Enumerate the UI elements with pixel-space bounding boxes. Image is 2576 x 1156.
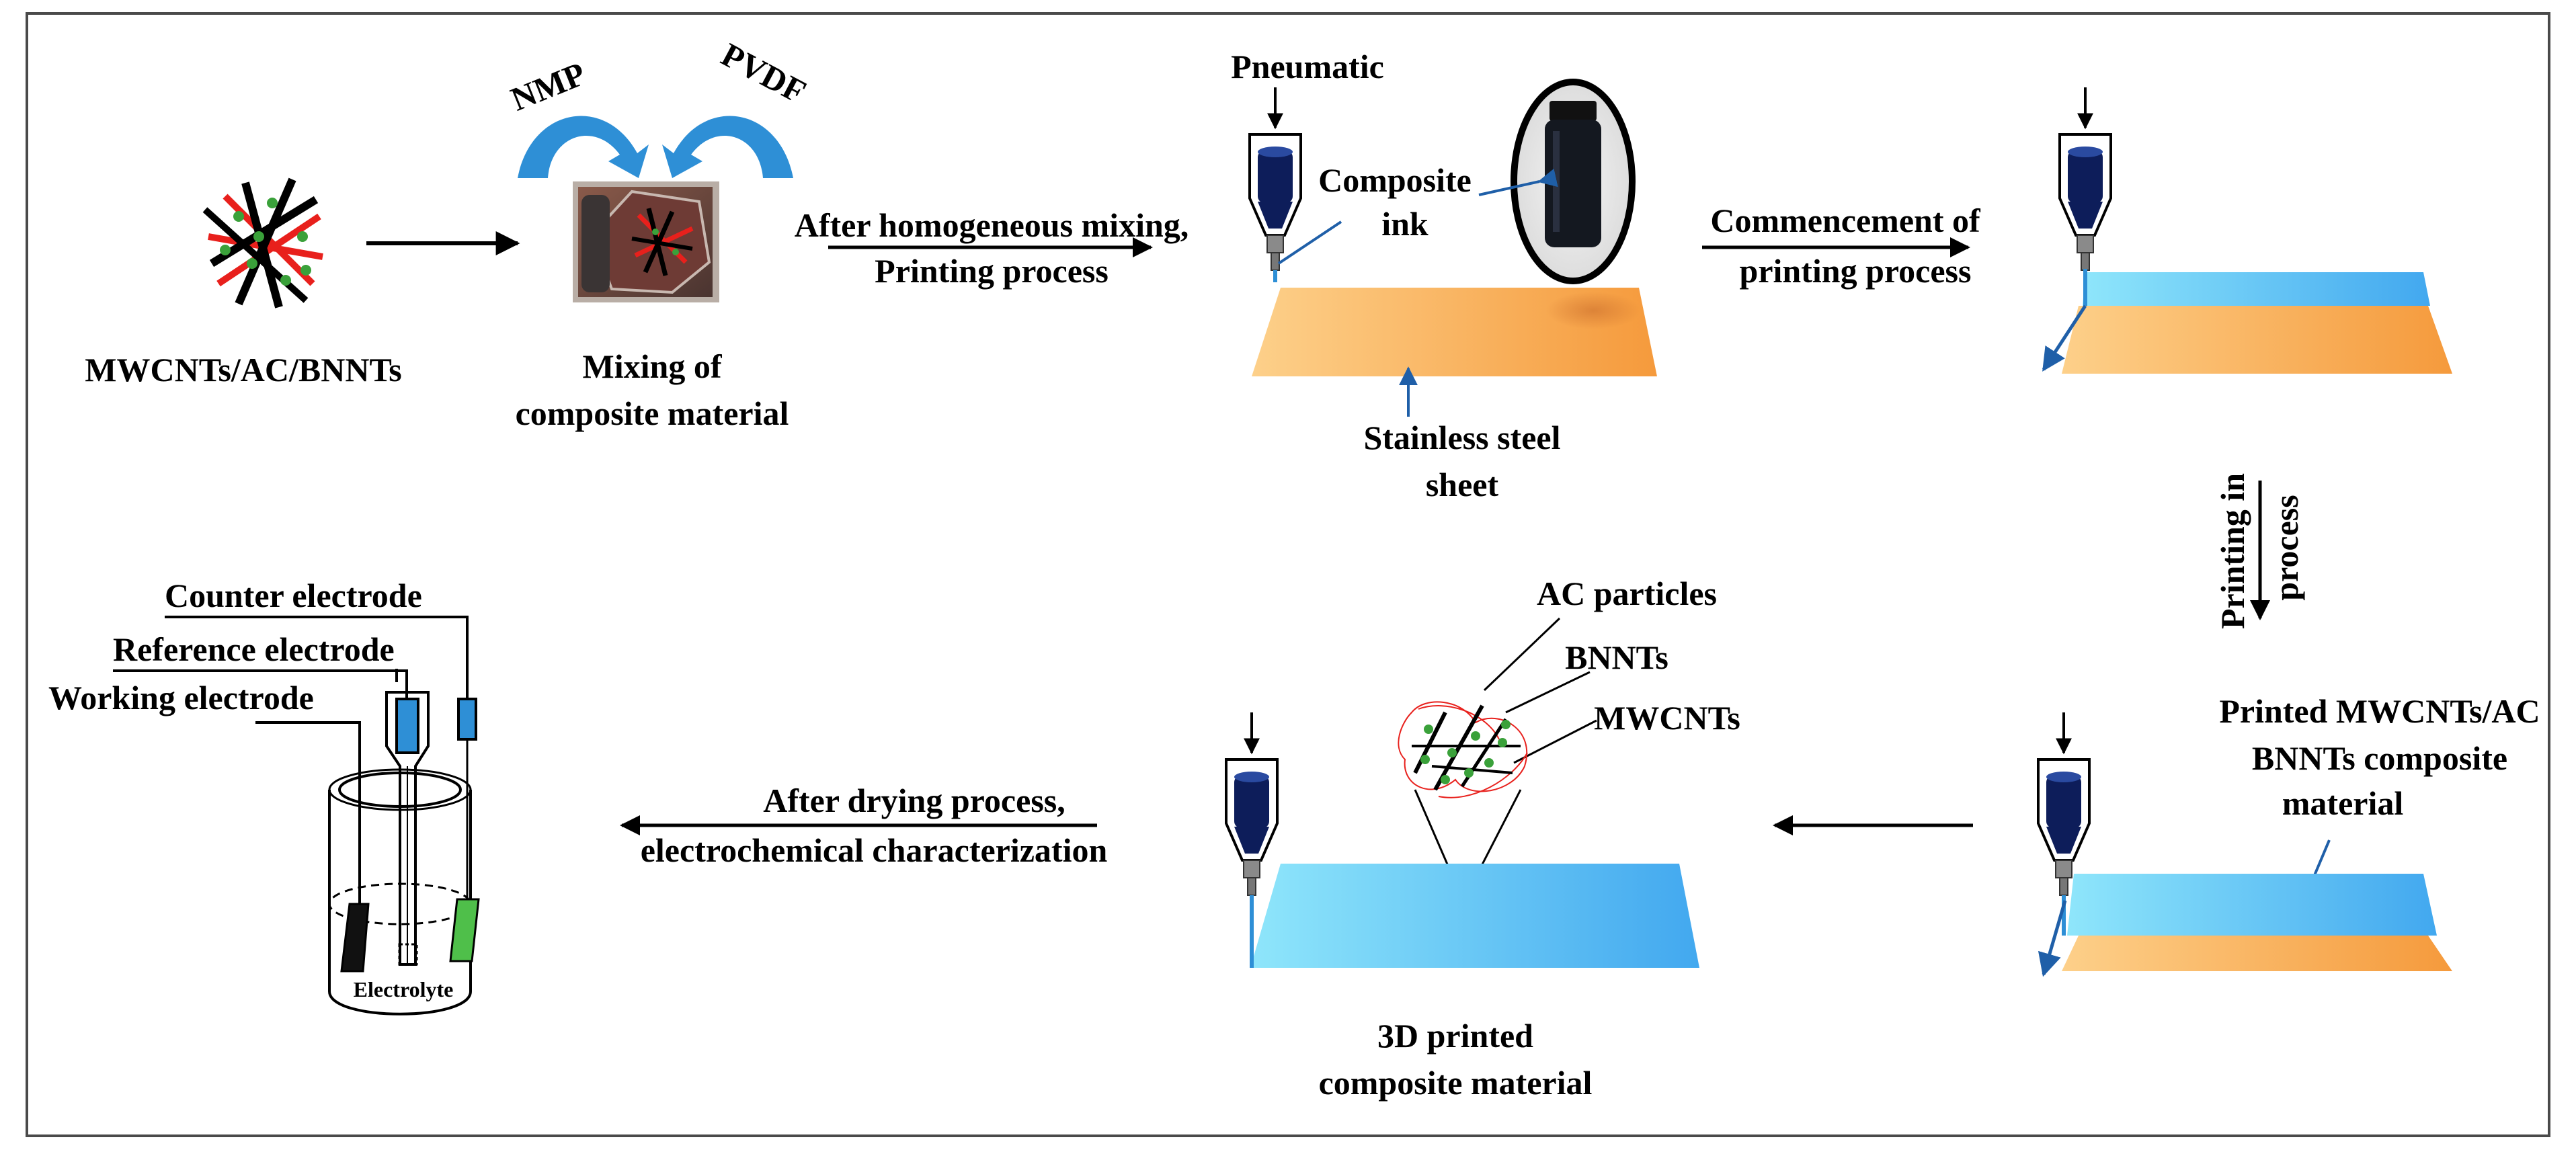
pvdf-curved-arrow-icon [662,116,793,178]
syringe-2-icon [2060,87,2111,270]
direction-arrow-2 [2042,304,2087,372]
electrochemical-cell-icon [113,616,480,1016]
label-after-mixing-1: After homogeneous mixing, [795,206,1189,244]
label-counter-electrode: Counter electrode [165,577,422,614]
label-pneumatic: Pneumatic [1231,48,1384,85]
label-nmp: NMP [506,54,591,118]
label-stainless-2: sheet [1426,466,1499,503]
label-after-mixing-2: Printing process [875,252,1109,290]
syringe-3-icon [2038,712,2089,895]
label-printing-in-1: Printing in [2214,473,2251,629]
sheet-5-blue [2067,874,2437,936]
cnt-mesh-icon [205,179,323,307]
label-printed-3: material [2282,784,2404,822]
label-printed-1: Printed MWCNTs/AC [2219,692,2540,730]
label-3d-printed-1: 3D printed [1377,1017,1533,1055]
pointer-vial [1478,168,1558,196]
label-drying-1: After drying process, [763,782,1065,819]
nanotube-zoom-icon [1398,701,1528,798]
pointer-ac [1483,617,1561,692]
printed-sheet-blue [1250,864,1699,968]
label-mixing-2: composite material [516,395,789,432]
label-printed-2: BNNTs composite [2252,739,2507,777]
mixing-jar-photo-icon [573,181,719,302]
label-mwcnts: MWCNTs [1594,699,1740,737]
syringe-4-icon [1226,712,1277,895]
label-commencement-1: Commencement of [1710,202,1981,239]
label-stainless-1: Stainless steel [1363,419,1560,456]
label-electrolyte: Electrolyte [354,977,454,1001]
direction-arrow-5 [2038,900,2067,977]
label-commencement-2: printing process [1740,252,1972,290]
sheet-2-blue [2083,272,2430,306]
ink-vial-photo-icon [1511,79,1636,284]
pointer-bnnts [1505,671,1591,714]
pointer-mwcnts [1513,719,1597,764]
sheet-reflection [1546,292,1640,329]
label-3d-printed-2: composite material [1319,1064,1593,1102]
syringe-1-icon [1250,87,1301,270]
label-ac-particles: AC particles [1537,575,1717,612]
label-composite-ink-2: ink [1381,205,1428,243]
label-composite-ink-1: Composite [1318,161,1472,199]
nmp-curved-arrow-icon [518,116,649,178]
pointer-composite-ink [1277,220,1342,265]
label-mwcnts-ac-bnnts: MWCNTs/AC/BNNTs [85,351,401,388]
sheet-2-orange [2062,306,2452,374]
label-mixing-1: Mixing of [583,347,723,385]
figure-frame [26,12,2550,1137]
label-working-electrode: Working electrode [48,679,314,716]
label-drying-2: electrochemical characterization [641,831,1108,869]
label-printing-in-2: process [2267,495,2305,600]
sheet-5-orange [2062,936,2452,971]
label-pvdf: PVDF [715,36,812,111]
label-bnnts: BNNTs [1565,638,1668,676]
label-reference-electrode: Reference electrode [113,630,395,668]
